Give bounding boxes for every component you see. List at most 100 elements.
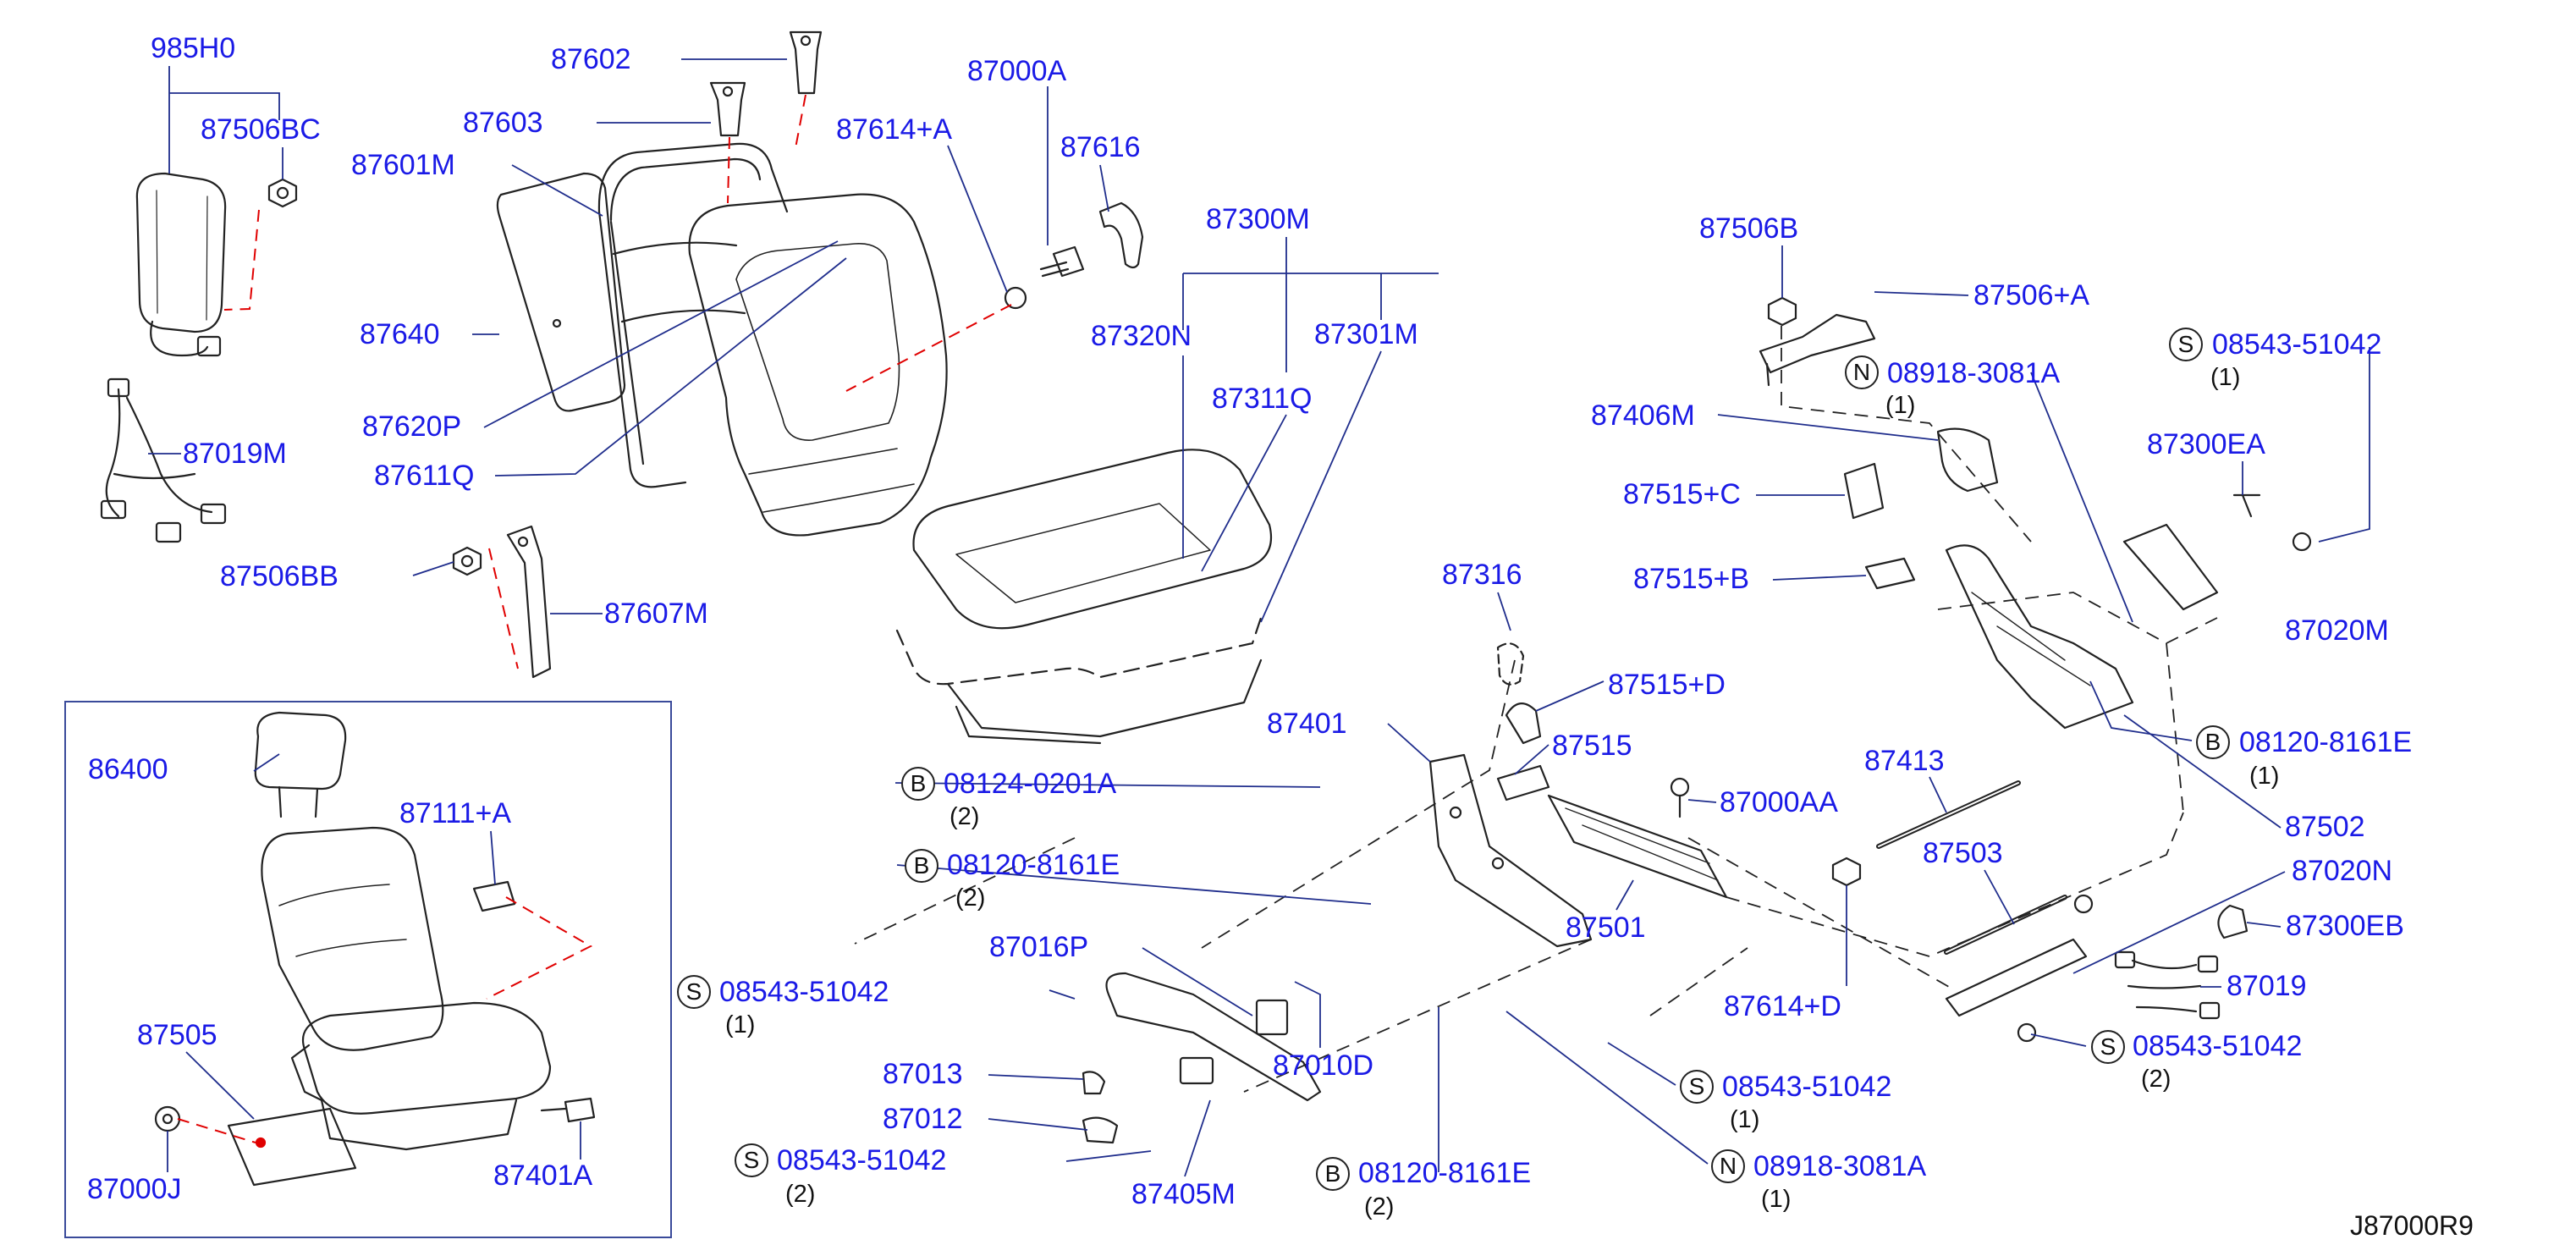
label-87515D[interactable]: 87515+D bbox=[1608, 669, 1726, 701]
label-s2[interactable]: 08543-51042 bbox=[719, 976, 889, 1008]
qty-s3: (2) bbox=[2141, 1066, 2171, 1093]
prefix-circle-n2: N bbox=[1711, 1149, 1745, 1183]
label-87316[interactable]: 87316 bbox=[1442, 559, 1522, 591]
label-87620P[interactable]: 87620P bbox=[362, 410, 462, 443]
label-n2[interactable]: 08918-3081A bbox=[1753, 1150, 1927, 1182]
label-87602[interactable]: 87602 bbox=[551, 43, 631, 75]
label-87501[interactable]: 87501 bbox=[1566, 912, 1646, 944]
label-87000J[interactable]: 87000J bbox=[87, 1173, 182, 1205]
label-87506B[interactable]: 87506B bbox=[1699, 212, 1799, 245]
part-shape-87602 bbox=[789, 30, 823, 95]
label-87611Q[interactable]: 87611Q bbox=[374, 460, 475, 492]
label-87406M[interactable]: 87406M bbox=[1591, 399, 1695, 432]
label-s1[interactable]: 08543-51042 bbox=[2212, 328, 2382, 361]
leader-line-87010D bbox=[1294, 981, 1321, 1048]
leader-line-87502 bbox=[2123, 714, 2282, 829]
label-87413[interactable]: 87413 bbox=[1864, 745, 1945, 777]
leader-line-87401 bbox=[1387, 723, 1431, 763]
label-87010D[interactable]: 87010D bbox=[1273, 1049, 1374, 1082]
label-87019[interactable]: 87019 bbox=[2226, 970, 2307, 1002]
label-87614D[interactable]: 87614+D bbox=[1724, 990, 1841, 1022]
label-b3[interactable]: 08120-8161E bbox=[947, 849, 1120, 881]
leader-line-87515D bbox=[1535, 680, 1604, 712]
label-87505[interactable]: 87505 bbox=[137, 1019, 217, 1051]
label-87601M[interactable]: 87601M bbox=[351, 149, 455, 181]
label-87301M[interactable]: 87301M bbox=[1314, 318, 1418, 350]
label-87019M[interactable]: 87019M bbox=[183, 438, 287, 470]
part-shape-87020M bbox=[2122, 523, 2312, 611]
label-87000A[interactable]: 87000A bbox=[967, 55, 1067, 87]
label-87405M[interactable]: 87405M bbox=[1131, 1178, 1236, 1210]
qty-b4: (2) bbox=[1364, 1193, 1395, 1220]
leader-line-87300M bbox=[1182, 237, 1439, 372]
label-87300EA[interactable]: 87300EA bbox=[2147, 428, 2265, 460]
leader-line-87601M bbox=[511, 164, 603, 217]
label-87013[interactable]: 87013 bbox=[883, 1058, 963, 1090]
part-shape-87515D bbox=[1505, 702, 1542, 745]
leader-line-87405M bbox=[1184, 1099, 1211, 1177]
label-86400[interactable]: 86400 bbox=[88, 753, 168, 785]
label-985H0[interactable]: 985H0 bbox=[151, 32, 236, 64]
prefix-circle-s5: S bbox=[735, 1143, 768, 1177]
label-s4[interactable]: 08543-51042 bbox=[1722, 1071, 1892, 1103]
label-87607M[interactable]: 87607M bbox=[604, 598, 708, 630]
leader-line-87301M bbox=[1260, 350, 1382, 623]
label-87616[interactable]: 87616 bbox=[1060, 131, 1141, 163]
label-87503[interactable]: 87503 bbox=[1923, 837, 2003, 869]
leader-line-87506A bbox=[1874, 291, 1969, 296]
part-shape-87019M bbox=[100, 377, 227, 543]
part-shape-87300EB bbox=[2217, 904, 2248, 939]
qty-n2: (1) bbox=[1761, 1186, 1792, 1213]
leader-line-b3 bbox=[896, 864, 1372, 905]
label-b4[interactable]: 08120-8161E bbox=[1358, 1157, 1532, 1189]
part-shape-87616 bbox=[1098, 201, 1144, 269]
label-87300EB[interactable]: 87300EB bbox=[2286, 910, 2404, 942]
label-87515C[interactable]: 87515+C bbox=[1623, 478, 1741, 510]
label-87614A[interactable]: 87614+A bbox=[836, 113, 953, 146]
label-87311Q[interactable]: 87311Q bbox=[1212, 383, 1313, 415]
label-87000AA[interactable]: 87000AA bbox=[1720, 786, 1838, 818]
leader-line-87616 bbox=[1099, 164, 1109, 212]
label-87515B[interactable]: 87515+B bbox=[1633, 563, 1750, 595]
leader-line-s4 bbox=[1607, 1042, 1676, 1086]
leader-line-87012 bbox=[988, 1118, 1088, 1131]
label-87300M[interactable]: 87300M bbox=[1206, 203, 1310, 235]
label-87506BC[interactable]: 87506BC bbox=[201, 113, 321, 146]
qty-b3: (2) bbox=[955, 884, 986, 912]
label-s3[interactable]: 08543-51042 bbox=[2133, 1030, 2303, 1062]
label-87401[interactable]: 87401 bbox=[1267, 708, 1347, 740]
label-87640[interactable]: 87640 bbox=[360, 318, 440, 350]
part-shape-87607M bbox=[506, 525, 552, 679]
qty-s5: (2) bbox=[785, 1181, 816, 1208]
part-shape-87405M bbox=[1105, 972, 1322, 1102]
leader-line-87111A bbox=[490, 830, 496, 885]
prefix-circle-n1: N bbox=[1845, 355, 1879, 389]
label-87401A[interactable]: 87401A bbox=[493, 1160, 593, 1192]
label-b2[interactable]: 08124-0201A bbox=[944, 768, 1117, 800]
label-87506BB[interactable]: 87506BB bbox=[220, 560, 339, 592]
label-87320N[interactable]: 87320N bbox=[1091, 320, 1192, 352]
leader-line-s3 bbox=[2030, 1033, 2087, 1047]
prefix-circle-s4: S bbox=[1680, 1070, 1714, 1104]
label-87111A[interactable]: 87111+A bbox=[399, 797, 512, 829]
part-shape-87413 bbox=[1876, 780, 2021, 849]
leader-line-87013 bbox=[988, 1074, 1084, 1080]
label-87020M[interactable]: 87020M bbox=[2285, 614, 2389, 647]
part-shape-87506BB bbox=[452, 546, 482, 576]
leader-line-87614A bbox=[947, 145, 1008, 293]
label-n1[interactable]: 08918-3081A bbox=[1887, 357, 2061, 389]
label-87603[interactable]: 87603 bbox=[463, 107, 543, 139]
label-87020N[interactable]: 87020N bbox=[2292, 855, 2393, 887]
label-s5[interactable]: 08543-51042 bbox=[777, 1144, 947, 1176]
part-shape-87515C bbox=[1843, 462, 1885, 520]
part-shape-87301M bbox=[895, 616, 1263, 745]
label-87012[interactable]: 87012 bbox=[883, 1103, 963, 1135]
label-87506A[interactable]: 87506+A bbox=[1973, 279, 2090, 311]
label-87515[interactable]: 87515 bbox=[1552, 730, 1632, 762]
part-shape-87316 bbox=[1496, 642, 1525, 686]
leader-line-n1 bbox=[2030, 372, 2133, 623]
label-b1[interactable]: 08120-8161E bbox=[2239, 726, 2413, 758]
label-87502[interactable]: 87502 bbox=[2285, 811, 2365, 843]
label-87016P[interactable]: 87016P bbox=[989, 931, 1089, 963]
qty-s1: (1) bbox=[2210, 364, 2241, 391]
